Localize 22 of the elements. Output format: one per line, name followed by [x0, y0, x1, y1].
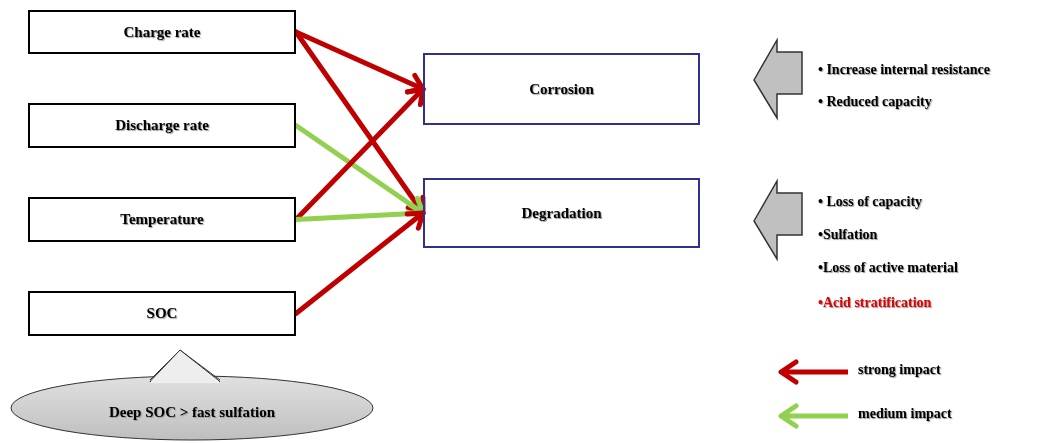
legend-label: medium impact: [858, 406, 952, 422]
effect-box: [423, 178, 700, 248]
factor-box: [28, 10, 296, 54]
legend-label: strong impact: [858, 362, 941, 378]
node-label: Charge rate: [123, 23, 201, 41]
callout-bubble: [8, 348, 376, 443]
bullet-text: •Loss of active material: [818, 260, 958, 276]
node-label: Temperature: [120, 211, 204, 228]
node-label: Discharge rate: [115, 117, 209, 134]
node-label: SOC: [146, 305, 178, 322]
bullet-text: • Loss of capacity: [818, 194, 923, 210]
effect-box: [423, 53, 700, 125]
node-label: Corrosion: [529, 80, 594, 98]
factor-box: [28, 197, 296, 242]
node-label: Degradation: [521, 204, 602, 222]
node-label: Deep SOC > fast sulfation: [108, 404, 276, 421]
bullet-text: •Sulfation: [818, 227, 878, 243]
factor-box: [28, 291, 296, 336]
bullet-text: •Acid stratification: [818, 295, 932, 311]
bullet-text: • Reduced capacity: [818, 94, 932, 110]
bullet-text: • Increase internal resistance: [818, 62, 990, 78]
factor-box: [28, 103, 296, 148]
